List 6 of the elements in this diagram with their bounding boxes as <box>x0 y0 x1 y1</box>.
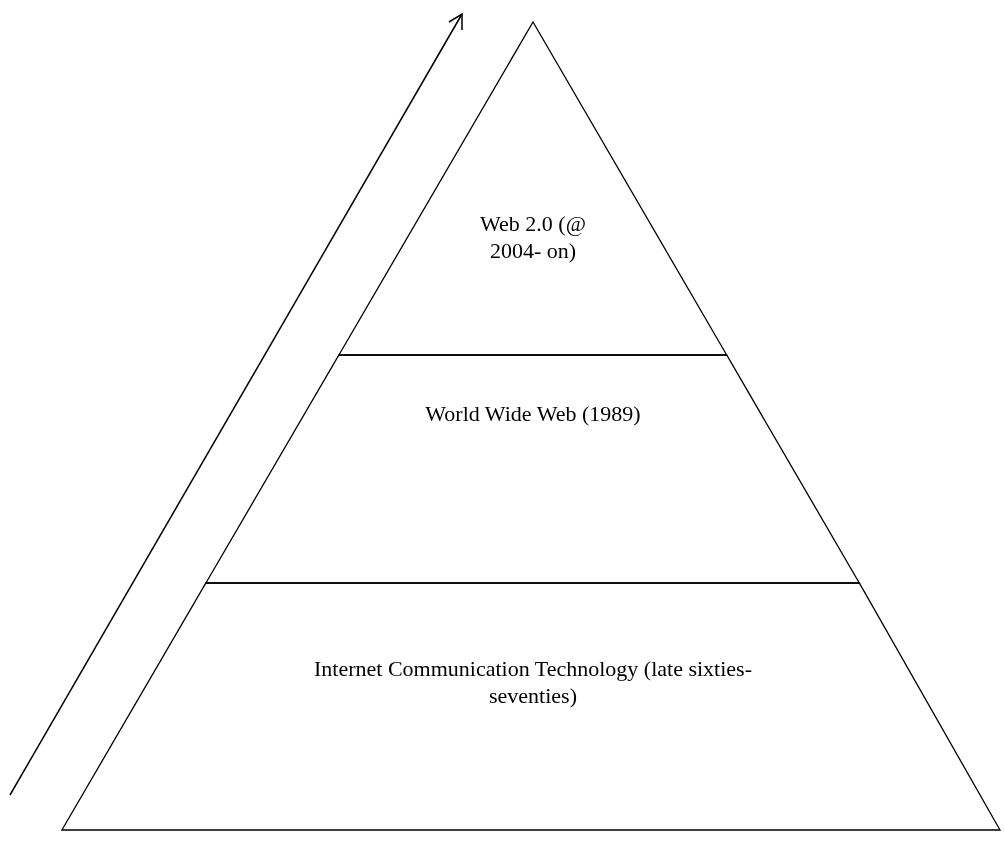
layer-label: World Wide Web (1989) <box>424 400 642 427</box>
layer-label: Web 2.0 (@ 2004- on) <box>479 210 587 264</box>
pyramid-top-triangle <box>338 22 727 355</box>
layer-label: Internet Communication Technology (late sixties- seventies) <box>313 655 753 709</box>
pyramid-layer <box>205 355 860 583</box>
pyramid-layer <box>61 583 1000 830</box>
